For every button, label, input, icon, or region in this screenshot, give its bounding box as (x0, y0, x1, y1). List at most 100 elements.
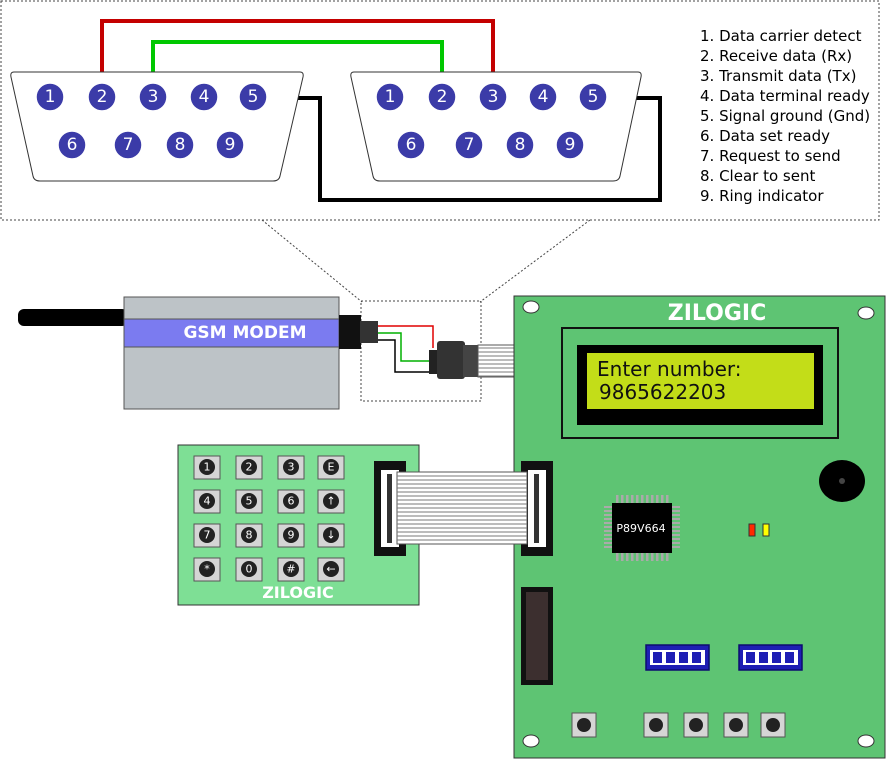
keypad-key[interactable]: 7 (193, 523, 221, 548)
pin-number: 5 (588, 87, 599, 107)
serial-wiring (100, 19, 662, 202)
legend-item: 9. Ring indicator (700, 187, 824, 205)
key-label: 1 (204, 461, 211, 474)
key-label: 8 (246, 529, 253, 542)
key-label: 4 (204, 495, 211, 508)
keypad-key[interactable]: ← (317, 557, 345, 582)
pin: 9 (555, 130, 585, 160)
pin-number: 7 (123, 135, 134, 155)
key-label: 0 (246, 563, 253, 576)
legend-item: 2. Receive data (Rx) (700, 47, 852, 65)
ground-wire (265, 96, 662, 202)
led-yellow (762, 523, 770, 537)
key-label: 5 (246, 495, 253, 508)
zoom-line-right (479, 219, 591, 303)
dip-switch (738, 644, 803, 671)
keypad-key[interactable]: 9 (277, 523, 305, 548)
modem-antenna (18, 309, 128, 326)
pin: 6 (57, 130, 87, 160)
pin-number: 7 (464, 135, 475, 155)
lcd-screen (587, 353, 814, 409)
keypad-key[interactable]: 6 (277, 489, 305, 514)
key-label: # (286, 563, 295, 576)
pin: 1 (375, 82, 405, 112)
pin-number: 2 (437, 87, 448, 107)
zoom-line-left (261, 219, 363, 303)
keypad-key[interactable]: # (277, 557, 305, 582)
push-button[interactable] (643, 712, 669, 738)
legend-item: 1. Data carrier detect (700, 27, 862, 45)
key-label: 3 (288, 461, 295, 474)
pin-number: 4 (538, 87, 549, 107)
key-label: E (328, 461, 335, 474)
pin: 2 (427, 82, 457, 112)
legend-item: 5. Signal ground (Gnd) (700, 107, 870, 125)
pin-number: 8 (515, 135, 526, 155)
pin-number: 9 (565, 135, 576, 155)
push-button[interactable] (760, 712, 786, 738)
keypad-ribbon-cable (396, 471, 528, 545)
key-label: 6 (288, 495, 295, 508)
led-red (748, 523, 756, 537)
pin-number: 5 (248, 87, 259, 107)
pin: 3 (138, 82, 168, 112)
pin: 8 (505, 130, 535, 160)
key-label: ↓ (326, 529, 335, 542)
pin: 1 (35, 82, 65, 112)
db9-connector-left: 1 2 3 4 5 6 7 8 9 (10, 71, 304, 182)
keypad-key[interactable]: E (317, 455, 345, 480)
dip-switch (645, 644, 710, 671)
keypad-key[interactable]: 0 (235, 557, 263, 582)
pin: 8 (165, 130, 195, 160)
chip-label: P89V664 (616, 522, 665, 535)
pin: 3 (478, 82, 508, 112)
legend-item: 6. Data set ready (700, 127, 830, 145)
push-button[interactable] (723, 712, 749, 738)
zilogic-board: ZILOGIC Enter number: 9865622203 P89V664 (513, 295, 886, 759)
push-button[interactable] (683, 712, 709, 738)
pin: 7 (454, 130, 484, 160)
gsm-modem: GSM MODEM (18, 296, 378, 410)
keypad-key[interactable]: * (193, 557, 221, 582)
legend-item: 3. Transmit data (Tx) (700, 67, 856, 85)
pin: 9 (215, 130, 245, 160)
keypad-key[interactable]: ↑ (317, 489, 345, 514)
keypad-key[interactable]: 1 (193, 455, 221, 480)
pin: 2 (87, 82, 117, 112)
legend-item: 4. Data terminal ready (700, 87, 870, 105)
key-label: 9 (288, 529, 295, 542)
mount-hole (522, 734, 540, 748)
pin-number: 8 (175, 135, 186, 155)
keypad-key[interactable]: ↓ (317, 523, 345, 548)
pin-number: 3 (148, 87, 159, 107)
pin-number: 9 (225, 135, 236, 155)
push-button[interactable] (571, 712, 597, 738)
keypad-key[interactable]: 2 (235, 455, 263, 480)
pin-number: 1 (385, 87, 396, 107)
pin: 4 (189, 82, 219, 112)
keypad-key[interactable]: 4 (193, 489, 221, 514)
red-wire (100, 19, 495, 96)
pin: 5 (238, 82, 268, 112)
legend-item: 7. Request to send (700, 147, 841, 165)
keypad-key[interactable]: 3 (277, 455, 305, 480)
microcontroller-chip (612, 503, 672, 553)
pin: 7 (113, 130, 143, 160)
pin-number: 1 (45, 87, 56, 107)
pin-number: 6 (406, 135, 417, 155)
pin: 6 (396, 130, 426, 160)
modem-label: GSM MODEM (183, 323, 306, 343)
pin: 4 (528, 82, 558, 112)
pin-number: 3 (488, 87, 499, 107)
pin: 5 (578, 82, 608, 112)
pin-number: 2 (97, 87, 108, 107)
keypad-key[interactable]: 8 (235, 523, 263, 548)
keypad-key[interactable]: 5 (235, 489, 263, 514)
key-label: ↑ (326, 495, 335, 508)
db9-connector-right: 1 2 3 4 5 6 7 8 9 (350, 71, 642, 182)
modem-label-band (123, 318, 340, 348)
pin-number: 6 (67, 135, 78, 155)
mount-hole (522, 300, 540, 314)
modem-plug (360, 321, 378, 343)
